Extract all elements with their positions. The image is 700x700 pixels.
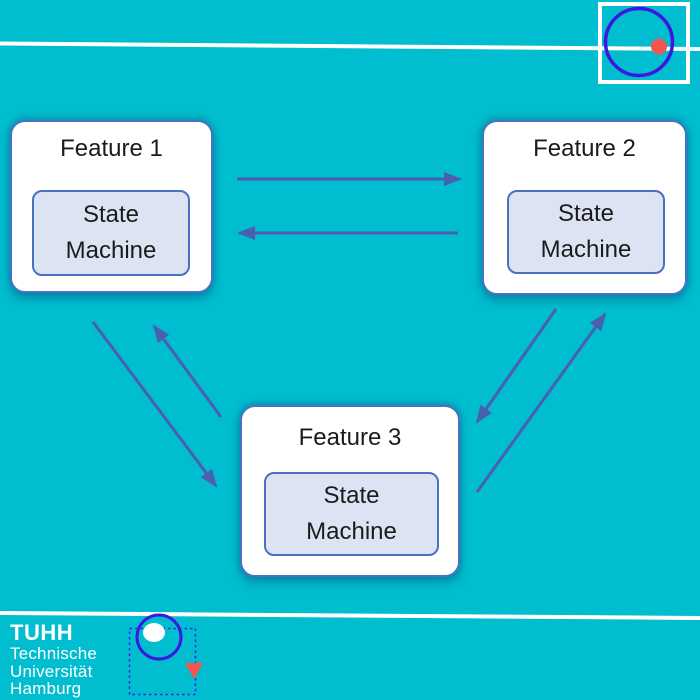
node-feature-2-title: Feature 2: [533, 135, 636, 162]
arrow-feature3-to-feature2: [475, 312, 607, 493]
tuhh-logo-name: TUHH: [10, 620, 74, 645]
node-feature-2: Feature 2 State Machine: [482, 120, 687, 295]
down-triangle-icon: [185, 663, 203, 679]
state-machine-label-2: State Machine: [540, 200, 632, 263]
cursor-circle-icon: [603, 6, 675, 78]
cursor-circle-icon-bottom: [135, 613, 183, 661]
pointer-dot-icon: [143, 623, 165, 642]
bottom-divider-line: [0, 611, 700, 620]
tuhh-logo: TUHH Technische Universität Hamburg: [10, 621, 97, 698]
arrow-feature1-to-feature3: [91, 321, 218, 488]
arrow-feature3-to-feature1: [152, 324, 223, 418]
top-divider-line: [0, 41, 700, 51]
state-machine-box-2: State Machine: [507, 190, 665, 274]
state-machine-box-1: State Machine: [32, 190, 190, 276]
arrow-feature2-to-feature3: [475, 308, 558, 424]
tuhh-logo-line2: Technische: [10, 644, 98, 663]
node-feature-1-title: Feature 1: [60, 135, 163, 162]
node-feature-1: Feature 1 State Machine: [10, 120, 213, 293]
state-machine-label-1: State Machine: [65, 201, 157, 264]
node-feature-3-title: Feature 3: [298, 424, 402, 451]
tuhh-logo-line4: Hamburg: [10, 679, 82, 698]
highlight-square-icon: [598, 2, 690, 84]
tuhh-logo-line3: Universität: [10, 661, 93, 681]
state-machine-label-3: State Machine: [306, 482, 397, 545]
node-feature-3: Feature 3 State Machine: [240, 405, 460, 577]
state-machine-box-3: State Machine: [264, 472, 439, 556]
laser-dot-icon: [651, 38, 667, 55]
